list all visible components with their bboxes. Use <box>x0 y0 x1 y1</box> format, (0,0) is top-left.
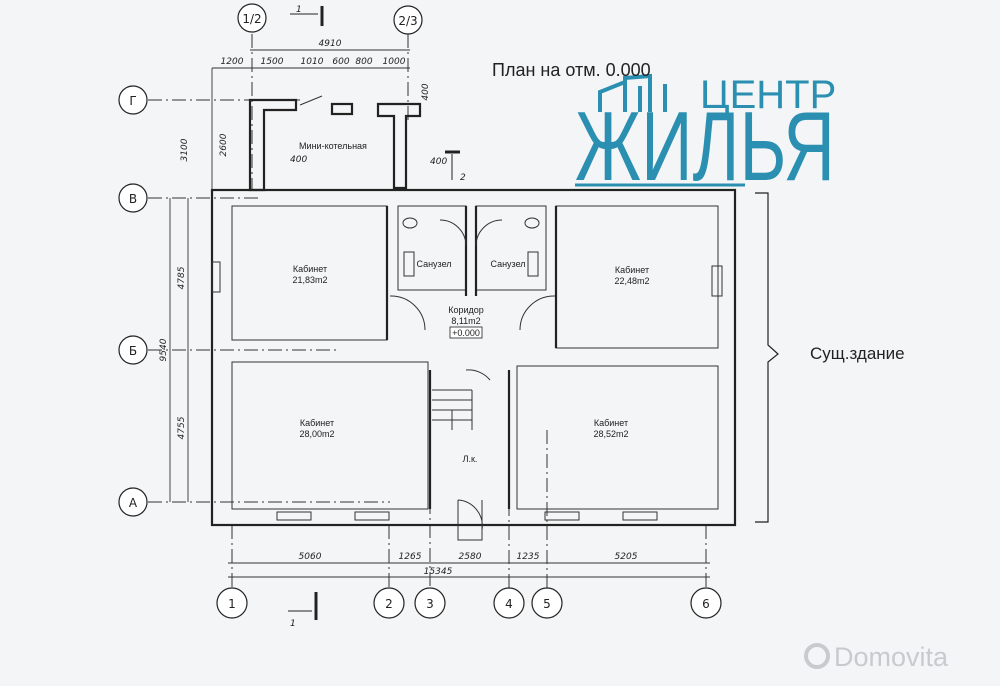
dimension-text: 400 <box>421 83 431 100</box>
room-name: Санузел <box>416 259 451 269</box>
room-area: 21,83m2 <box>292 275 327 285</box>
room-name: Кабинет <box>293 264 327 274</box>
room-area: 8,11m2 <box>451 316 480 326</box>
dimension-text: 4785 <box>177 266 187 289</box>
dimension-text: 1235 <box>517 552 540 562</box>
dimension-text: 2600 <box>219 133 229 156</box>
logo: ЦЕНТР ЖИЛЬЯ <box>575 73 836 201</box>
axis-label: А <box>129 496 138 510</box>
dimension-text: 600 <box>332 57 349 67</box>
room-area: 28,52m2 <box>593 429 628 439</box>
room-area: 28,00m2 <box>299 429 334 439</box>
axis-label: Г <box>129 94 136 108</box>
room-name: Л.к. <box>463 454 478 464</box>
watermark-logo-icon <box>804 643 830 669</box>
room-name: Кабинет <box>594 418 628 428</box>
dimension-text: 1265 <box>399 552 422 562</box>
room-name: Кабинет <box>300 418 334 428</box>
axis-label: 2/3 <box>398 14 417 28</box>
dimension-text: 1500 <box>261 57 284 67</box>
axis-label: 1/2 <box>242 12 261 26</box>
axis-label: В <box>129 192 137 206</box>
dimension-text: 3100 <box>180 138 190 161</box>
room-name: Мини-котельная <box>299 141 367 151</box>
dimension-text: 400 <box>290 155 307 165</box>
dimension-text: 5060 <box>299 552 322 562</box>
dimension-text: 1200 <box>221 57 244 67</box>
section-label: 1 <box>296 5 302 15</box>
dimension-text: 9540 <box>159 338 169 361</box>
watermark: Domovita <box>804 642 949 672</box>
dimension-text: 800 <box>355 57 372 67</box>
dimensions: 5060 1265 2580 1235 5205 15345 4910 1200… <box>159 39 710 578</box>
dimension-text: 5205 <box>615 552 638 562</box>
watermark-text: Domovita <box>834 642 949 672</box>
dimension-text: 15345 <box>424 567 453 577</box>
section-label: 1 <box>290 619 296 629</box>
axis-label: Б <box>129 344 137 358</box>
existing-building-bracket <box>755 192 779 523</box>
room-area: 22,48m2 <box>614 276 649 286</box>
dimension-text: 4755 <box>177 416 187 439</box>
axis-label: 1 <box>228 597 236 611</box>
level-mark: +0.000 <box>452 328 480 338</box>
dimension-text: 4910 <box>319 39 342 49</box>
room-name: Коридор <box>448 305 484 315</box>
section-marks: 1 1 2 <box>288 5 466 629</box>
building-icon <box>598 73 667 112</box>
axis-label: 3 <box>426 597 434 611</box>
axis-label: 4 <box>505 597 513 611</box>
logo-line1: ЦЕНТР <box>700 73 836 117</box>
logo-line2: ЖИЛЬЯ <box>575 91 835 201</box>
plan-title: План на отм. 0.000 <box>492 60 651 80</box>
room-labels: Кабинет 21,83m2 Кабинет 22,48m2 Кабинет … <box>292 141 649 464</box>
axis-label: 2 <box>385 597 393 611</box>
dimension-text: 400 <box>430 157 447 167</box>
walls <box>210 95 737 541</box>
axis-bubbles: 1 2 3 4 5 6 1/2 2/3 А Б В Г <box>118 3 722 619</box>
dimension-text: 1010 <box>301 57 324 67</box>
dimension-text: 2580 <box>459 552 482 562</box>
existing-building-label: Сущ.здание <box>810 344 905 363</box>
axis-label: 5 <box>543 597 551 611</box>
axis-label: 6 <box>702 597 710 611</box>
dimension-text: 1000 <box>383 57 406 67</box>
room-name: Кабинет <box>615 265 649 275</box>
room-name: Санузел <box>490 259 525 269</box>
section-label: 2 <box>460 173 466 183</box>
